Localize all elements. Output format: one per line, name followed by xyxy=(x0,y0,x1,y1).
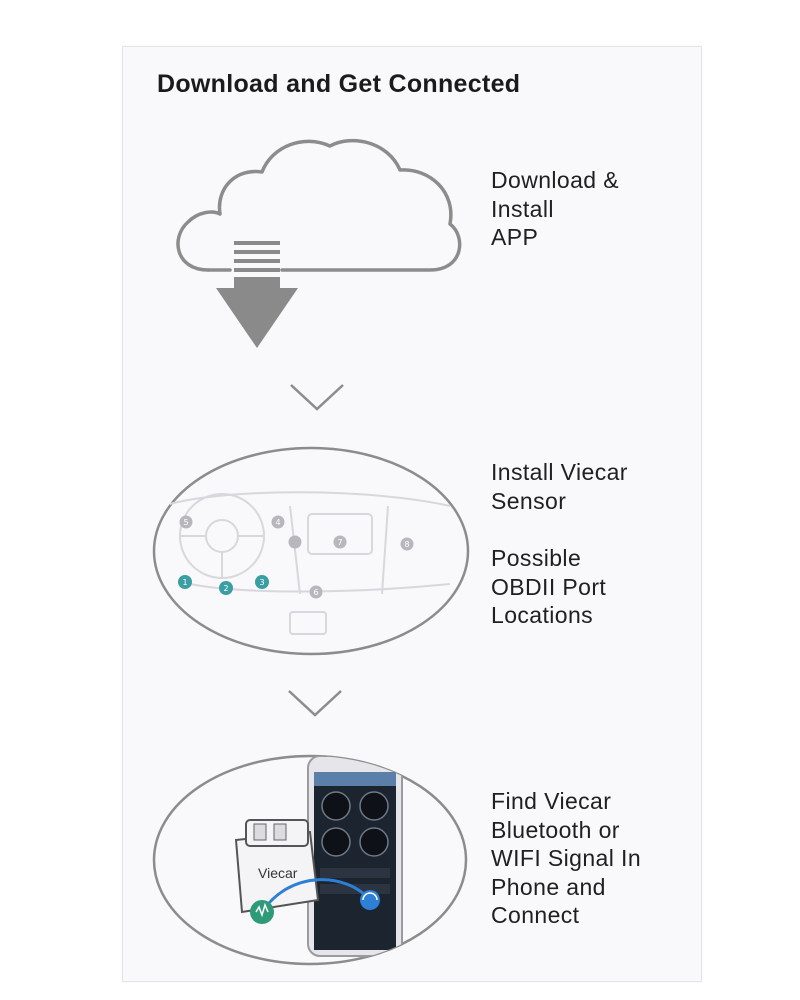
step-line: Install xyxy=(491,195,554,222)
port-marker-label: 3 xyxy=(259,578,264,587)
step-line: Bluetooth or xyxy=(491,816,620,843)
port-marker-label: 1 xyxy=(182,578,187,587)
device-brand-label: Viecar xyxy=(258,865,298,881)
step-line: Phone and xyxy=(491,873,606,900)
step-line: Download & xyxy=(491,167,620,193)
step-line: Locations xyxy=(491,602,594,628)
port-marker-label: 6 xyxy=(313,588,318,597)
port-marker-label: 4 xyxy=(275,518,280,527)
step-download-text: Download & Install APP xyxy=(491,166,619,252)
phone-connect-illustration: Viecar xyxy=(152,754,468,966)
dashboard-port-illustration: 1 2 3 4 5 6 7 8 xyxy=(152,446,470,656)
step-line: Connect xyxy=(491,902,580,928)
step-install-text: Install Viecar Sensor xyxy=(491,458,628,515)
chevron-down-icon xyxy=(290,384,344,411)
port-marker-label: 5 xyxy=(183,518,188,527)
step-line: APP xyxy=(491,224,539,250)
port-marker-label: 2 xyxy=(223,584,228,593)
step-line: Install Viecar xyxy=(491,459,628,485)
cloud-download-icon xyxy=(176,138,462,348)
step-line: Sensor xyxy=(491,487,567,514)
port-marker-label: 7 xyxy=(337,538,342,547)
chevron-down-icon xyxy=(288,690,342,717)
step-line: WIFI Signal In xyxy=(491,845,642,871)
step-line: OBDII Port xyxy=(491,573,607,600)
step-line: Find Viecar xyxy=(491,788,612,814)
step-connect-text: Find Viecar Bluetooth or WIFI Signal In … xyxy=(491,787,641,930)
page-title: Download and Get Connected xyxy=(157,70,521,98)
port-locations-text: Possible OBDII Port Locations xyxy=(491,544,606,630)
step-line: Possible xyxy=(491,545,582,571)
port-marker-label: 8 xyxy=(404,540,409,549)
